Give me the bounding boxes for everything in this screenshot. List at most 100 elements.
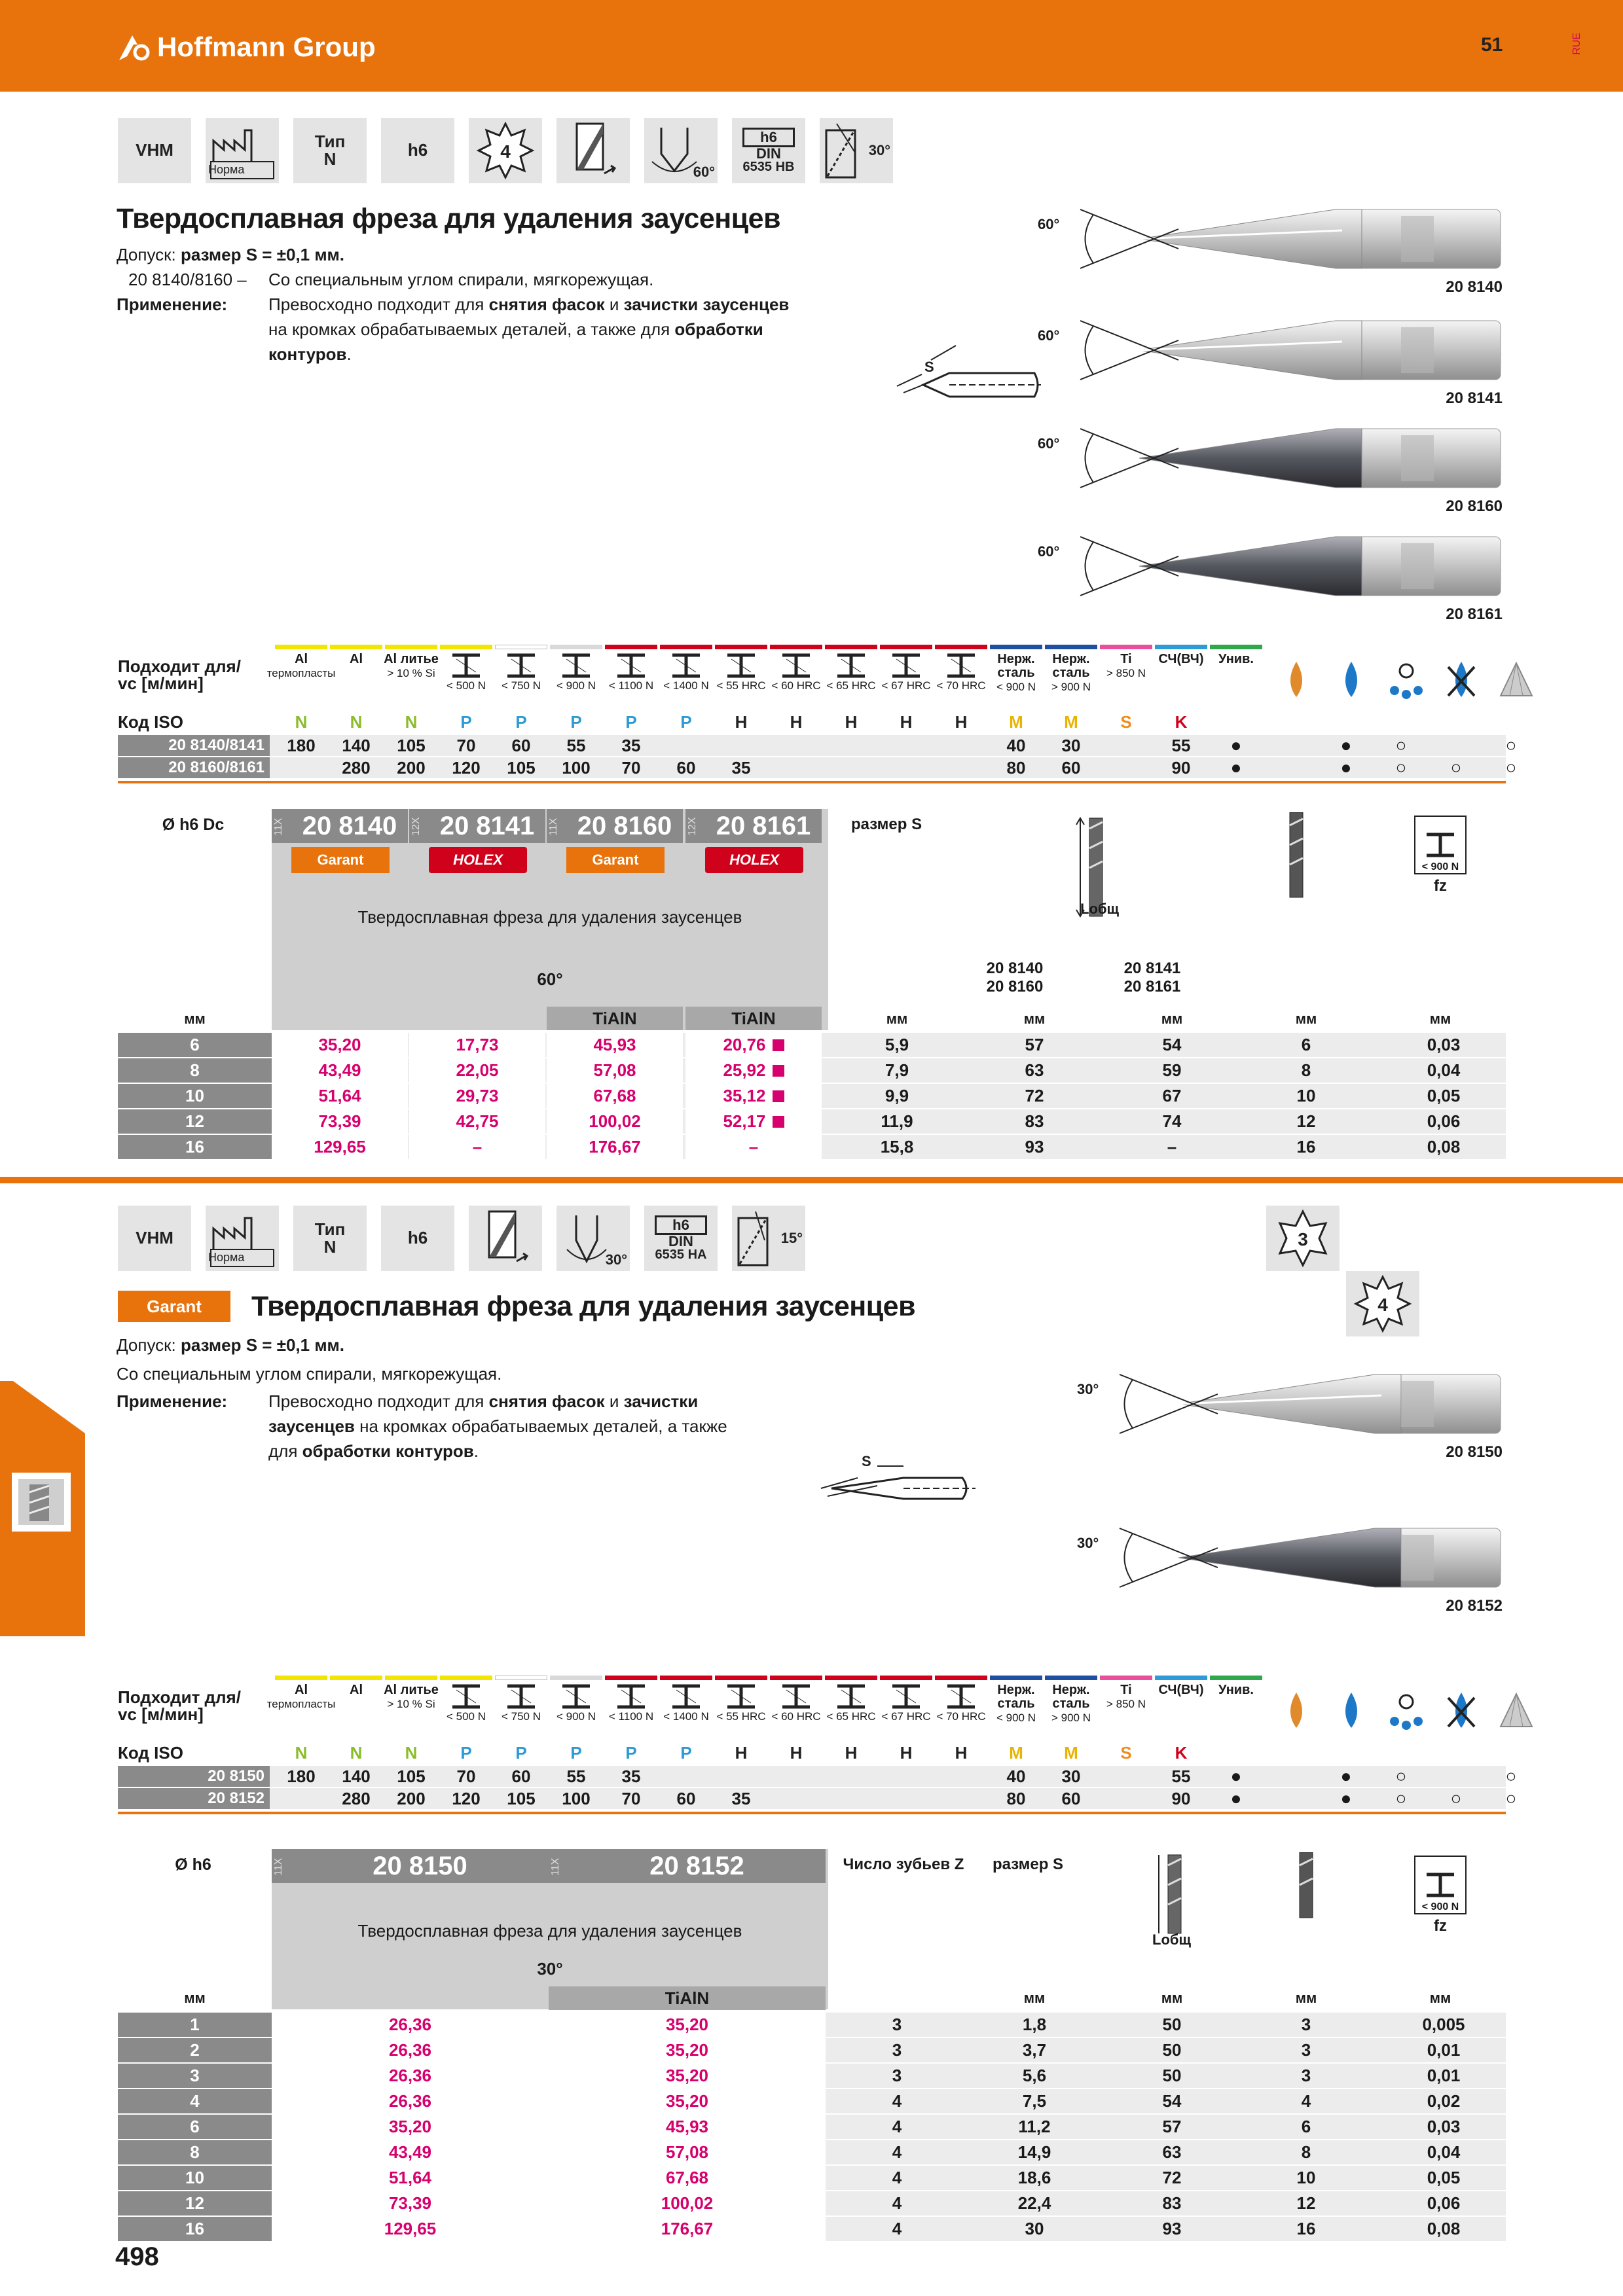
price-cell[interactable]: 26,36 xyxy=(272,2064,549,2088)
diameter-cell: 6 xyxy=(118,2115,272,2139)
material-color-bar xyxy=(440,1676,492,1680)
price-cell[interactable]: 35,20 xyxy=(549,2089,826,2113)
header-bar xyxy=(0,0,1623,92)
tool-article-code: 20 8140 xyxy=(1446,278,1503,296)
price-cell[interactable]: 129,65 xyxy=(272,1135,408,1159)
price-cell[interactable]: 26,36 xyxy=(272,2038,549,2062)
coolant-suitability-mark: ○ xyxy=(1505,1766,1517,1786)
coolant-suitability-mark: ● xyxy=(1230,1788,1242,1808)
coolant-suitability-mark: ● xyxy=(1340,757,1352,778)
price-cell[interactable]: 67,68 xyxy=(547,1084,683,1108)
article-number[interactable]: 20 8150 xyxy=(373,1851,467,1880)
cutting-speed-value: 55 xyxy=(566,735,586,755)
iso-code: H xyxy=(955,1742,968,1763)
coolant-suitability-mark: ● xyxy=(1340,735,1352,755)
spec-cell: 7,5 xyxy=(1022,2091,1047,2111)
price-cell[interactable]: 45,93 xyxy=(547,1033,683,1057)
price-cell[interactable]: 100,02 xyxy=(547,1109,683,1134)
article-number[interactable]: 20 8141 xyxy=(439,811,535,840)
product-description: Твердосплавная фреза для удаления заусен… xyxy=(357,1921,742,1941)
section1-size-s-diagram: S xyxy=(896,345,1041,398)
price-cell[interactable]: 29,73 xyxy=(409,1084,545,1108)
price-cell[interactable]: 73,39 xyxy=(272,2191,549,2215)
price-cell[interactable]: 26,36 xyxy=(272,2013,549,2037)
iso-code: P xyxy=(570,1742,582,1763)
cutting-speed-value: 30 xyxy=(1061,735,1081,755)
steel-beam-icon xyxy=(837,1684,865,1709)
price-cell[interactable]: 129,65 xyxy=(272,2217,549,2241)
material-column-header: Нерж. сталь< 900 N xyxy=(996,652,1036,694)
price-cell[interactable]: 35,20 xyxy=(272,1033,408,1057)
price-cell[interactable]: 35,20 xyxy=(549,2038,826,2062)
article-header-bg xyxy=(547,809,683,843)
svg-text:S: S xyxy=(924,359,934,375)
price-cell[interactable]: 35,20 xyxy=(549,2064,826,2088)
unit-label: мм xyxy=(1161,1990,1183,2006)
coolant-suitability-mark: ○ xyxy=(1395,735,1407,755)
spec-cell: 74 xyxy=(1162,1111,1182,1131)
price-cell[interactable]: 43,49 xyxy=(272,1058,408,1083)
price-cell[interactable]: 45,93 xyxy=(549,2115,826,2139)
spec-cell: 22,4 xyxy=(1017,2193,1051,2213)
diameter-cell: 8 xyxy=(118,1058,272,1083)
article-number[interactable]: 20 8160 xyxy=(577,811,672,840)
price-cell[interactable]: 100,02 xyxy=(549,2191,826,2215)
flutes-4-icon: 4 xyxy=(1346,1271,1419,1336)
price-cell[interactable]: 35,20 xyxy=(272,2115,549,2139)
material-color-bar xyxy=(275,645,327,649)
price-cell[interactable]: 35,12 xyxy=(685,1084,822,1108)
article-number[interactable]: 20 8140 xyxy=(302,811,397,840)
price-cell[interactable]: 17,73 xyxy=(409,1033,545,1057)
price-cell[interactable]: 51,64 xyxy=(272,2166,549,2190)
coolant-suitability-mark: ○ xyxy=(1450,1788,1462,1808)
cutting-speed-value: 60 xyxy=(1061,1788,1081,1808)
cutting-speed-value: 70 xyxy=(456,735,476,755)
material-color-bar xyxy=(770,645,822,649)
price-cell[interactable]: 57,08 xyxy=(547,1058,683,1083)
diameter-header: Ø h6 Dc xyxy=(162,816,225,834)
overall-length-icon xyxy=(1158,1854,1182,1934)
cutting-speed-value: 200 xyxy=(397,1788,426,1808)
price-cell[interactable]: 35,20 xyxy=(549,2013,826,2037)
page-number-top: 51 xyxy=(1481,34,1503,56)
spec-cell: 0,03 xyxy=(1427,2117,1461,2136)
coolant-suitability-mark: ● xyxy=(1340,1788,1352,1808)
side-chapter-tab[interactable] xyxy=(0,1381,85,1636)
price-cell[interactable]: 52,17 xyxy=(685,1109,822,1134)
coolant-suitability-mark: ○ xyxy=(1505,757,1517,778)
price-cell[interactable]: 20,76 xyxy=(685,1033,822,1057)
stock-indicator-icon xyxy=(772,1039,784,1051)
materials-table-bottom-line xyxy=(118,1812,1506,1814)
spec-cell: 67 xyxy=(1162,1086,1182,1105)
spec-cell: 12 xyxy=(1296,2193,1316,2213)
spec-cell: 4 xyxy=(1301,2091,1311,2111)
iso-code: K xyxy=(1175,711,1188,732)
overall-length-label: Lобщ xyxy=(1080,901,1120,917)
section2-note: Со специальным углом спирали, мягкорежущ… xyxy=(117,1364,502,1384)
price-cell[interactable]: 51,64 xyxy=(272,1084,408,1108)
coolant-suitability-mark: ○ xyxy=(1395,1788,1407,1808)
article-number[interactable]: 20 8161 xyxy=(716,811,811,840)
price-cell[interactable]: 176,67 xyxy=(547,1135,683,1159)
price-cell[interactable]: 26,36 xyxy=(272,2089,549,2113)
spec-cell: 0,05 xyxy=(1427,1086,1461,1105)
iso-code: H xyxy=(900,1742,913,1763)
price-cell[interactable]: 67,68 xyxy=(549,2166,826,2190)
material-color-bar xyxy=(1100,1676,1152,1680)
price-cell[interactable]: 25,92 xyxy=(685,1058,822,1083)
price-cell[interactable]: – xyxy=(409,1135,545,1159)
price-cell[interactable]: 57,08 xyxy=(549,2140,826,2164)
end-mill-tool-image xyxy=(1119,1374,1501,1434)
price-cell[interactable]: – xyxy=(685,1135,822,1159)
spec-cell: 7,9 xyxy=(884,1060,909,1080)
price-cell[interactable]: 42,75 xyxy=(409,1109,545,1134)
cutting-speed-value: 60 xyxy=(676,757,696,778)
iso-code: P xyxy=(680,711,692,732)
price-cell[interactable]: 43,49 xyxy=(272,2140,549,2164)
brand-logo[interactable]: Hoffmann Group xyxy=(118,27,376,67)
price-cell[interactable]: 176,67 xyxy=(549,2217,826,2241)
article-number[interactable]: 20 8152 xyxy=(649,1851,744,1880)
price-cell[interactable]: 73,39 xyxy=(272,1109,408,1134)
material-column-header: < 750 N xyxy=(494,653,549,709)
price-cell[interactable]: 22,05 xyxy=(409,1058,545,1083)
